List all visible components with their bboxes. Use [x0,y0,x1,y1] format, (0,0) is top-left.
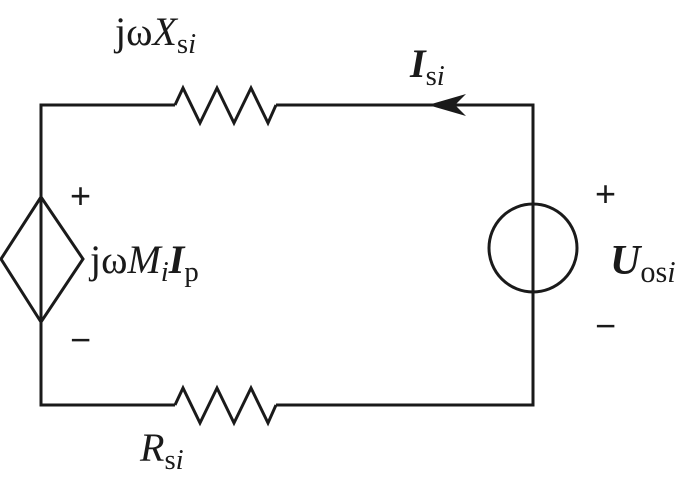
bottom-wire-right [276,292,535,407]
label-sub-italic: i [175,444,184,477]
label-sub-italic: i [436,60,445,93]
label-sub-italic: i [188,28,197,61]
label-prefix: jω [115,9,153,54]
label-main: X [152,9,177,54]
voltage-source-minus: − [595,305,617,346]
dependent-source-plus: + [70,175,92,216]
label-main: I [410,41,426,86]
bottom-resistor [173,384,278,427]
voltage-source-label: Uosi [610,238,676,288]
label-prefix: jω [90,237,128,282]
top-reactance-label: jωXsi [115,9,196,59]
label-sub: s [164,444,176,477]
current-arrow-icon [428,94,466,116]
bottom-wire-left [39,322,175,407]
top-reactance-resistor [173,84,278,127]
bottom-resistor-label: Rsi [140,425,184,475]
label-sub-italic: i [667,255,676,290]
top-wire-right [276,103,535,204]
label-main: M [127,237,161,282]
label-sub: s [425,60,437,93]
label-sub-italic: i [160,256,169,289]
voltage-source-plus: + [595,173,617,214]
label-current: I [168,237,185,282]
label-current-sub: p [184,256,199,289]
label-main: R [140,425,165,470]
top-wire [39,103,175,197]
label-sub: s [176,28,189,61]
dependent-source-label: jωMiIp [90,237,199,287]
label-main: U [610,238,641,284]
dependent-source-minus: − [70,319,92,360]
current-label: Isi [410,41,445,91]
label-sub: os [640,255,668,290]
